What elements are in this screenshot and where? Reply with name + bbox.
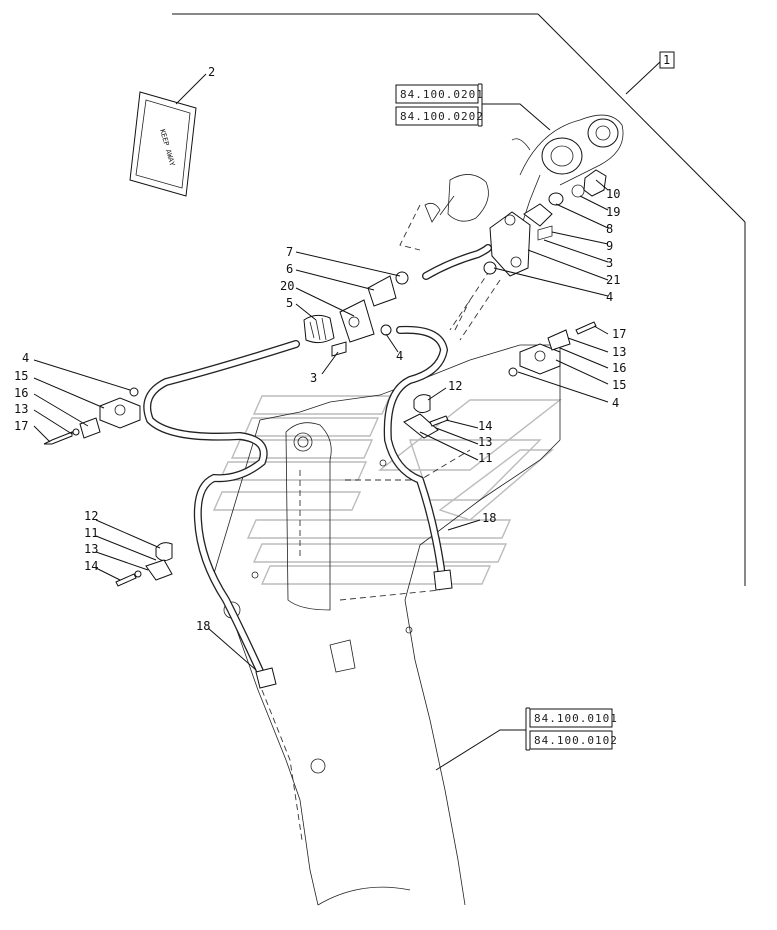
callout-16b: 16 (612, 361, 626, 375)
clamp-lower-left (115, 542, 173, 587)
upper-hose (303, 244, 492, 357)
callout-9: 9 (606, 239, 613, 253)
callout-15b: 15 (612, 378, 626, 392)
callout-8: 8 (606, 222, 613, 236)
ref-bottom-2[interactable]: 84.100.0102 (534, 734, 618, 747)
callout-13d: 13 (84, 542, 98, 556)
callout-4b: 4 (396, 349, 403, 363)
callout-21: 21 (606, 273, 620, 287)
manifold-plate (483, 211, 531, 277)
clamp-left (43, 387, 141, 445)
callout-11a: 11 (478, 451, 492, 465)
clamp-center (403, 394, 449, 439)
callout-20: 20 (280, 279, 294, 293)
callout-7: 7 (286, 245, 293, 259)
callout-15a: 15 (14, 369, 28, 383)
callout-13b: 13 (612, 345, 626, 359)
callout-13a: 13 (14, 402, 28, 416)
callout-17a: 17 (14, 419, 28, 433)
callout-12a: 12 (448, 379, 462, 393)
callout-labels: 2 10 19 8 9 3 21 4 7 6 20 5 4 3 4 15 16 … (14, 65, 626, 633)
callout-18b: 18 (196, 619, 210, 633)
ref-top-2[interactable]: 84.100.0202 (400, 110, 484, 123)
callout-19: 19 (606, 205, 620, 219)
reference-box-top: 84.100.0201 84.100.0202 (395, 83, 551, 131)
callout-17b: 17 (612, 327, 626, 341)
callout-4c: 4 (22, 351, 29, 365)
callout-18a: 18 (482, 511, 496, 525)
callout-11b: 11 (84, 526, 98, 540)
callout-3a: 3 (606, 256, 613, 270)
fittings-upper (523, 169, 607, 241)
callout-1: 1 (663, 53, 670, 67)
callout-13c: 13 (478, 435, 492, 449)
upper-pivot-assembly (399, 114, 624, 341)
leader-lines (33, 73, 609, 671)
callout-5: 5 (286, 296, 293, 310)
callout-3b: 3 (310, 371, 317, 385)
callout-10: 10 (606, 187, 620, 201)
hose-left-loop (143, 340, 300, 689)
callout-6: 6 (286, 262, 293, 276)
reference-box-bottom: 84.100.0101 84.100.0102 (435, 707, 618, 771)
ref-top-1[interactable]: 84.100.0201 (400, 88, 484, 101)
callout-14b: 14 (84, 559, 98, 573)
hose-right-loop (383, 325, 453, 591)
callout-16a: 16 (14, 386, 28, 400)
callout-14a: 14 (478, 419, 492, 433)
callout-2: 2 (208, 65, 215, 79)
callout-4a: 4 (606, 290, 613, 304)
frame-diagonal-line (537, 13, 746, 223)
operator-manual-booklet: KEEP AWAY (129, 91, 197, 197)
callout-4d: 4 (612, 396, 619, 410)
clamp-right (508, 321, 597, 377)
callout-box-1: 1 (625, 51, 675, 95)
ref-bottom-1[interactable]: 84.100.0101 (534, 712, 618, 725)
callout-12b: 12 (84, 509, 98, 523)
